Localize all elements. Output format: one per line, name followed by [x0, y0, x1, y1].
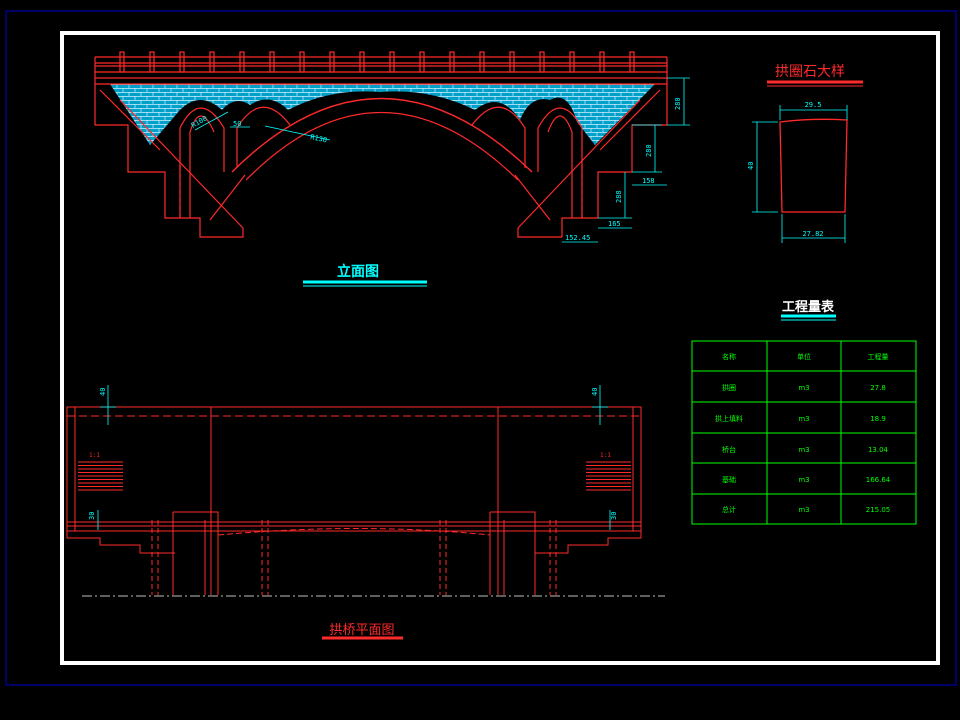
railing-post	[239, 51, 245, 73]
table-cell: m3	[798, 415, 809, 423]
railing-post	[149, 51, 155, 73]
railing-post	[119, 51, 125, 73]
detail-top-width: 29.5	[805, 101, 822, 109]
table-cell: m3	[798, 384, 809, 392]
railing-post	[479, 51, 485, 73]
dim-h-top: 280	[674, 97, 682, 110]
table-cell: 拱圈	[722, 383, 736, 392]
railing-post	[329, 51, 335, 73]
dim-w-158: 158	[642, 177, 655, 185]
plan-slope-left: 1:1	[89, 452, 100, 459]
railing-post	[539, 51, 545, 73]
railing-post	[209, 51, 215, 73]
railing-post	[359, 51, 365, 73]
plan-title: 拱桥平面图	[329, 623, 394, 638]
railing-post	[269, 51, 275, 73]
detail-title: 拱圈石大样	[775, 64, 845, 80]
plan-slope-right: 1:1	[600, 452, 611, 459]
railing-post	[509, 51, 515, 73]
railing-post	[299, 51, 305, 73]
spandrel-fill	[110, 84, 655, 145]
plan-dim-low-right: 30	[610, 512, 618, 520]
table-cell: 桥台	[722, 445, 736, 454]
railing-post	[419, 51, 425, 73]
detail-height: 40	[747, 162, 755, 170]
plan-dim-low-left: 30	[88, 512, 96, 520]
table-cell: 13.04	[868, 446, 889, 454]
sheet-frame	[60, 31, 940, 665]
arch-stone-shape	[779, 118, 848, 213]
arch-stone-detail: 拱圈石大样 29.5 40 27.82	[747, 64, 863, 243]
table-cell: m3	[798, 506, 809, 514]
railing-post	[179, 51, 185, 73]
railing-post	[389, 51, 395, 73]
table-cell: 18.9	[870, 415, 886, 423]
dim-w-bottom: 152.45	[565, 234, 590, 242]
elevation-dimensions	[194, 77, 690, 243]
table-cell: 215.05	[866, 506, 891, 514]
table-cell: 拱上填料	[715, 414, 743, 423]
railing-post	[629, 51, 635, 73]
table-header-cell: 单位	[797, 352, 811, 361]
elevation-title: 立面图	[337, 263, 379, 280]
table-title: 工程量表	[782, 299, 835, 315]
dim-h-mid: 280	[645, 144, 653, 157]
elevation-view: R100 50 R130 280 280 288 158 165 152.45 …	[94, 51, 690, 287]
plan-dim-left: 40	[99, 388, 107, 396]
railing-post	[599, 51, 605, 73]
outer-border	[5, 10, 957, 686]
table-header-cell: 工程量	[868, 352, 889, 361]
table-cell: m3	[798, 476, 809, 484]
railing	[94, 51, 668, 85]
railing-post	[449, 51, 455, 73]
dim-gap: 50	[233, 120, 241, 128]
dim-h-low: 288	[615, 190, 623, 203]
table-cell: 27.8	[870, 384, 886, 392]
dim-r-big: R130	[310, 133, 328, 144]
table-cell: m3	[798, 446, 809, 454]
table-cell: 总计	[722, 505, 736, 514]
railing-post	[569, 51, 575, 73]
table-cell: 基础	[722, 475, 736, 484]
table-cell: 166.64	[866, 476, 891, 484]
plan-dim-right: 40	[591, 388, 599, 396]
table-header-cell: 名称	[722, 352, 736, 361]
plan-view: 40 40 30 30 1:1 1:1 拱桥平面图	[66, 385, 665, 640]
detail-bottom-width: 27.82	[802, 230, 823, 238]
dim-w-165: 165	[608, 220, 621, 228]
